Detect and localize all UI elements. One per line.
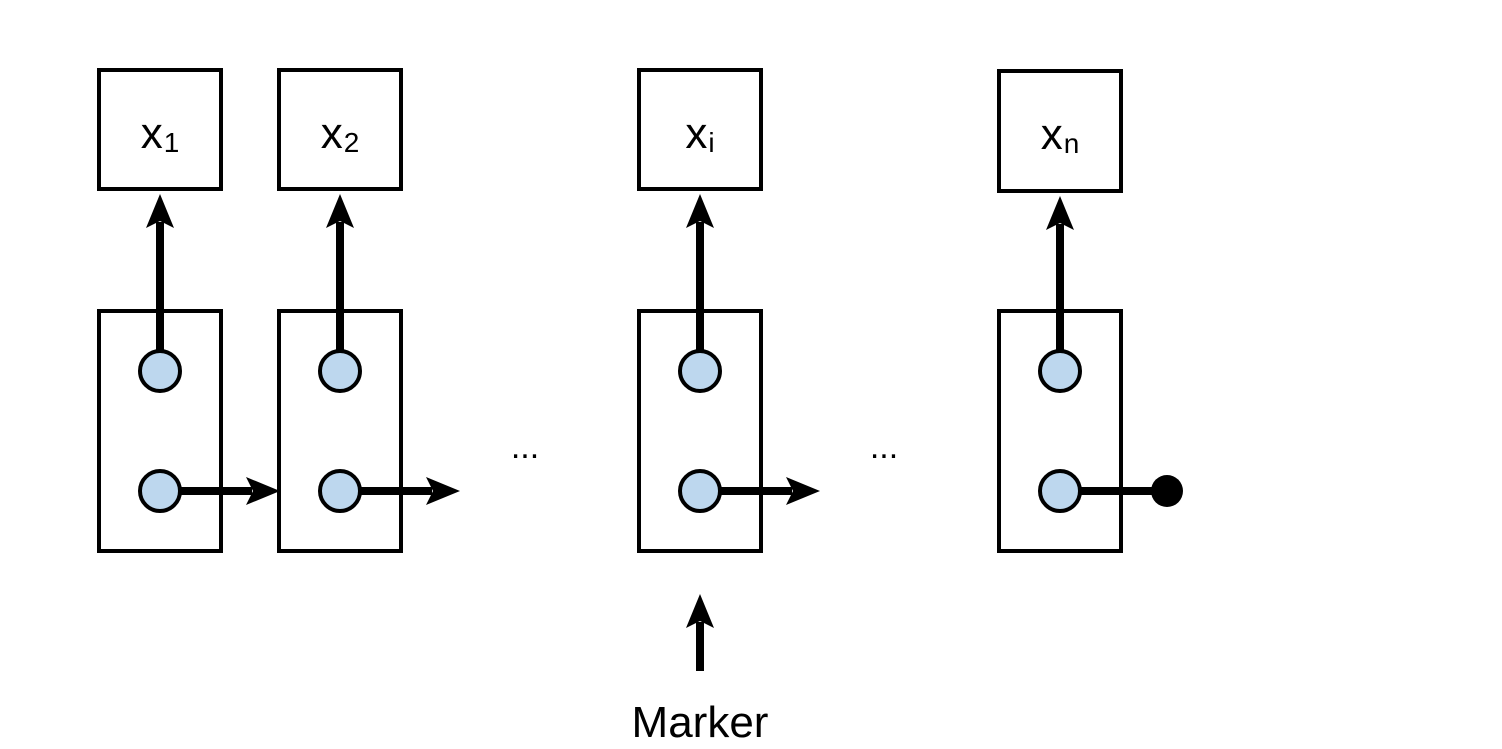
element-box-n: xn [997, 69, 1123, 193]
value-pointer-1 [146, 194, 174, 371]
value-pointer-n [1046, 196, 1074, 371]
marker-arrow [686, 594, 714, 671]
element-box-i: xi [637, 68, 763, 191]
element-box-2: x2 [277, 68, 403, 191]
element-label-i: xi [685, 109, 714, 158]
value-slot-n [1038, 349, 1082, 393]
element-label-1: x1 [141, 109, 180, 158]
next-slot-1 [138, 469, 182, 513]
ellipsis-2: ... [870, 428, 898, 466]
value-pointer-2 [326, 194, 354, 371]
ellipsis-1: ... [511, 428, 539, 466]
value-slot-i [678, 349, 722, 393]
next-slot-2 [318, 469, 362, 513]
next-slot-i [678, 469, 722, 513]
element-label-n: xn [1041, 110, 1080, 159]
element-label-2: x2 [321, 109, 360, 158]
marker-label: Marker [632, 698, 769, 747]
value-pointer-i [686, 194, 714, 371]
next-slot-n [1038, 469, 1082, 513]
value-slot-1 [138, 349, 182, 393]
value-slot-2 [318, 349, 362, 393]
element-box-1: x1 [97, 68, 223, 191]
null-terminator-dot [1151, 475, 1183, 507]
